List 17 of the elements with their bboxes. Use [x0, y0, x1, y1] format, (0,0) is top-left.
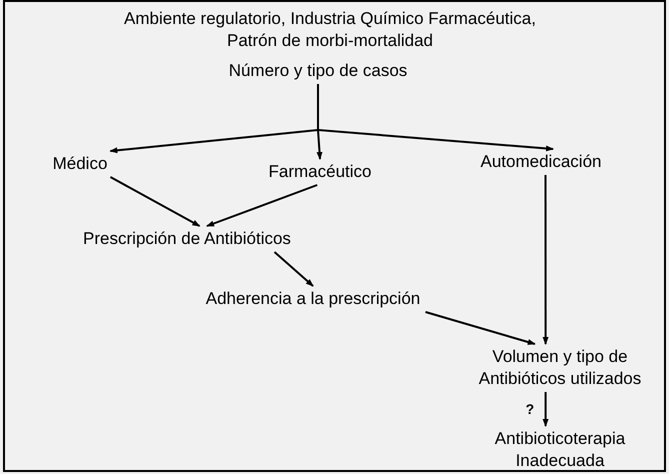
node-label: Número y tipo de casos [228, 60, 408, 82]
title: Ambiente regulatorio, Industria Químico Farmacéutica, Patrón de morbi-mortalidad [123, 8, 537, 52]
arrow [317, 84, 554, 152]
node-label: Adherencia a la prescripción [206, 288, 420, 310]
node-label: Volumen y tipo de Antibióticos utilizados [478, 346, 642, 390]
arrow [542, 175, 549, 345]
node-label: Farmacéutico [268, 161, 372, 183]
arrow [110, 176, 200, 227]
arrow [274, 251, 314, 287]
arrow [425, 311, 536, 345]
node-label: Automedicación [480, 151, 602, 173]
arrow [542, 392, 549, 427]
node-label: Prescripción de Antibióticos [83, 228, 291, 250]
arrow [206, 184, 318, 227]
node-label: Antibioticoterapia Inadecuada [494, 428, 626, 472]
edge-label: ? [526, 401, 534, 417]
node-label: Médico [52, 153, 108, 175]
